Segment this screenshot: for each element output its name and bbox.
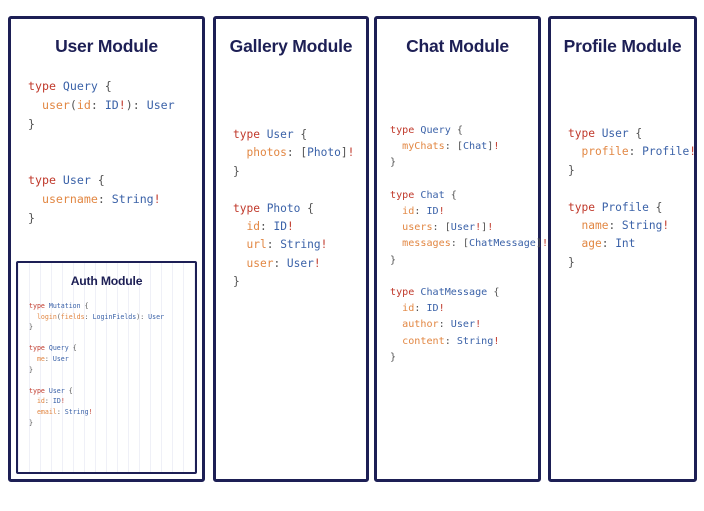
code-line: me: User bbox=[36, 354, 69, 363]
code-line: type Query { bbox=[29, 344, 77, 353]
module-card-profile[interactable]: Profile Module type User { profile: Prof… bbox=[548, 16, 697, 482]
module-card-user[interactable]: User Module type Query { user(id: ID!): … bbox=[8, 16, 205, 482]
module-title-user: User Module bbox=[55, 36, 158, 56]
code-line: } bbox=[29, 365, 33, 374]
code-line: author: User! bbox=[402, 319, 482, 331]
module-title-profile: Profile Module bbox=[563, 36, 682, 56]
code-line: user(id: ID!): User bbox=[41, 97, 175, 112]
code-line: type ChatMessage { bbox=[390, 287, 500, 299]
code-line bbox=[390, 172, 538, 188]
module-title-auth: Auth Module bbox=[70, 274, 143, 288]
code-line: type Photo { bbox=[233, 201, 314, 215]
code-line: user: User! bbox=[246, 256, 321, 270]
code-block-user: type Query { user(id: ID!): User} type U… bbox=[11, 77, 202, 227]
code-line: type User { bbox=[568, 127, 643, 140]
code-block-gallery: type User { photos: [Photo]!} type Photo… bbox=[216, 126, 366, 292]
module-title-chat: Chat Module bbox=[406, 36, 509, 56]
code-line bbox=[29, 375, 195, 386]
module-title-gallery: Gallery Module bbox=[229, 36, 353, 56]
code-line: type User { bbox=[29, 386, 73, 395]
code-block-auth: type Mutation { login(fields: LoginField… bbox=[18, 301, 195, 428]
code-line: type User { bbox=[28, 172, 105, 187]
code-line: } bbox=[390, 254, 397, 266]
code-line: photos: [Photo]! bbox=[246, 146, 355, 160]
code-line bbox=[29, 333, 195, 344]
code-line: } bbox=[233, 275, 240, 289]
module-card-chat[interactable]: Chat Module type Query { myChats: [Chat]… bbox=[374, 16, 549, 482]
code-line: } bbox=[390, 157, 397, 169]
code-line: users: [User!]! bbox=[402, 222, 494, 234]
code-line: } bbox=[568, 255, 575, 269]
code-line: username: String! bbox=[41, 191, 161, 206]
code-line: } bbox=[29, 323, 33, 332]
code-line: type Query { bbox=[390, 125, 463, 136]
code-line: id: ID! bbox=[36, 397, 65, 406]
code-line: } bbox=[233, 164, 240, 178]
code-line: } bbox=[390, 351, 397, 363]
code-line: myChats: [Chat]! bbox=[402, 141, 500, 153]
code-line bbox=[28, 133, 202, 152]
code-line: email: String! bbox=[36, 407, 93, 416]
code-block-profile: type User { profile: Profile!} type Prof… bbox=[551, 125, 697, 272]
code-line: id: ID! bbox=[402, 206, 445, 218]
code-line: age: Int bbox=[581, 237, 636, 251]
code-line: } bbox=[28, 116, 35, 131]
module-card-gallery[interactable]: Gallery Module type User { photos: [Phot… bbox=[213, 16, 369, 482]
code-line: content: String! bbox=[402, 335, 500, 347]
code-line bbox=[568, 180, 694, 198]
code-line: } bbox=[28, 210, 35, 225]
code-line bbox=[390, 269, 538, 285]
code-line: } bbox=[568, 163, 575, 177]
code-line: id: ID! bbox=[246, 220, 294, 234]
code-line: type Mutation { bbox=[29, 302, 89, 310]
code-line: id: ID! bbox=[402, 303, 445, 315]
module-card-auth[interactable]: Auth Module type Mutation { login(fields… bbox=[16, 261, 197, 474]
code-line: login(fields: LoginFields): User bbox=[36, 312, 165, 321]
code-line bbox=[233, 181, 366, 199]
code-line: profile: Profile! bbox=[581, 145, 697, 159]
code-line: messages: [ChatMessage]! bbox=[402, 238, 549, 250]
code-line: type Chat { bbox=[390, 189, 457, 201]
code-block-chat: type Query { myChats: [Chat]!} type Chat… bbox=[377, 123, 549, 366]
code-line: type Query { bbox=[28, 79, 112, 93]
code-line bbox=[28, 152, 202, 171]
code-line: type Profile { bbox=[568, 200, 663, 214]
code-line: } bbox=[29, 418, 33, 427]
code-line: name: String! bbox=[581, 219, 670, 233]
code-line: url: String! bbox=[246, 238, 328, 252]
code-line: type User { bbox=[233, 128, 308, 141]
